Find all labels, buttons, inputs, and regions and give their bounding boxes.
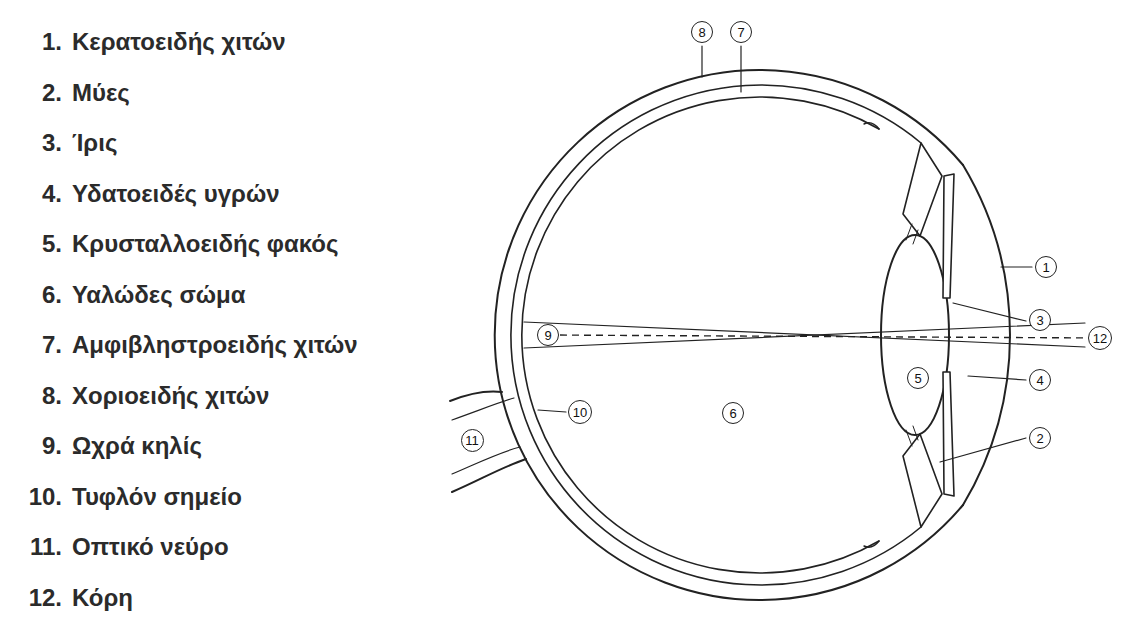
callout-number: 1 [1042,261,1049,274]
list-number: 12. [29,584,62,612]
callout-number: 9 [544,329,551,342]
callout-number: 7 [737,26,744,39]
list-number: 11. [30,533,62,561]
callout-number: 2 [1036,432,1043,445]
leader-line [701,46,702,77]
list-number: 2. [42,79,62,107]
list-number: 3. [42,129,62,157]
leader-line [940,438,1026,462]
callout-number: 12 [1093,332,1107,345]
leader-line [953,303,1026,321]
list-number: 10. [29,483,62,511]
part-name: Κόρη [72,584,133,612]
zonule-fibres [906,224,918,244]
part-name: Κρυσταλλοειδής φακός [72,230,339,258]
callout-number: 3 [1036,314,1043,327]
callout-circle: 4 [1029,369,1051,391]
retina-edge [864,541,879,547]
zonule-fibres [906,426,918,446]
list-number: 5. [42,230,62,258]
callout-circle: 11 [461,429,484,452]
leader-line [538,410,566,412]
callout-circle: 5 [907,367,929,389]
callout-circle: 2 [1029,427,1051,449]
callout-number: 5 [914,372,921,385]
list-number: 8. [42,382,62,410]
part-name: Υδατοειδές υγρών [72,180,280,208]
callout-circle: 3 [1029,309,1051,331]
optic-nerve-outline [452,459,526,492]
list-number: 6. [42,281,62,309]
part-name: Αμφιβληστροειδής χιτών [72,331,358,359]
iris-shape [943,174,954,298]
callout-circle: 10 [568,400,592,424]
optic-nerve-outline [450,391,502,401]
part-name: Υαλώδες σώμα [72,281,246,309]
callout-circle: 1 [1035,256,1057,278]
callout-number: 8 [698,26,705,39]
leader-line [968,376,1026,380]
dashed-axis [560,335,1087,338]
list-number: 1. [42,28,62,56]
part-name: Κερατοειδής χιτών [72,28,286,56]
callout-circle: 9 [537,324,559,346]
part-name: Οπτικό νεύρο [72,533,229,561]
list-number: 7. [42,331,62,359]
optic-nerve-layer [452,398,514,420]
leader-line [1001,266,1032,267]
list-number: 9. [42,432,62,460]
callout-number: 11 [465,434,479,447]
part-name: Τυφλόν σημείο [72,483,242,511]
light-ray [524,322,1085,347]
callout-circle: 6 [722,402,744,424]
part-name: Μύες [72,79,130,107]
lens-outline [881,235,949,435]
list-number: 4. [42,180,62,208]
iris-shape [943,372,954,496]
callout-circle: 8 [691,21,713,43]
part-name: Ωχρά κηλίς [72,432,202,460]
part-name: Ίρις [72,129,117,157]
part-name: Χοριοειδής χιτών [72,382,269,410]
ciliary-muscle [903,143,942,236]
leader-line [740,46,741,92]
callout-number: 4 [1036,374,1043,387]
ciliary-muscle [903,434,942,527]
callout-number: 6 [729,407,736,420]
optic-nerve-layer [452,447,520,474]
retina-edge [864,123,879,129]
callout-number: 10 [573,406,587,419]
callout-circle: 7 [730,21,752,43]
callout-circle: 12 [1088,326,1112,350]
